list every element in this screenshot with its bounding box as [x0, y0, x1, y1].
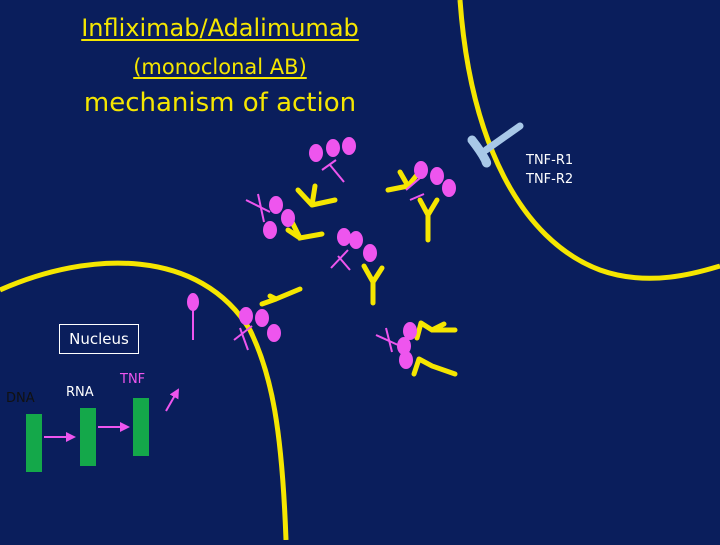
antibody-icon [285, 219, 325, 241]
dna-label: DNA [6, 391, 35, 406]
cell-membrane-right [457, 0, 720, 281]
tnf-trimer-icon [405, 161, 456, 201]
antibody-group [259, 169, 458, 377]
title-mechanism: mechanism of action [83, 88, 357, 118]
tnf-secretion-arrow [165, 388, 179, 412]
antibody-icon [385, 169, 419, 193]
antibody-icon [411, 356, 458, 377]
tnf-receptor-icon [467, 122, 524, 168]
tnf-block [133, 398, 149, 456]
tnf-trimer-icon [245, 193, 295, 239]
tnf-trimer-icon [233, 307, 281, 351]
tnf-trimer-icon [309, 137, 356, 183]
title-drug-names: Infliximab/Adalimumab [81, 14, 359, 42]
title-subtitle: (monoclonal AB) [133, 55, 307, 79]
receptor-label-r1: TNF-R1 [526, 153, 574, 168]
antibody-icon [417, 197, 440, 243]
tnf-trimer-icon [375, 322, 417, 369]
tnf-trimer-icon [330, 228, 377, 271]
antibody-icon [295, 183, 338, 208]
rna-block [80, 408, 96, 466]
antibody-icon [361, 263, 385, 306]
nucleus-label: Nucleus [59, 324, 139, 354]
tnf-label: TNF [120, 372, 146, 387]
rna-label: RNA [66, 385, 94, 400]
receptor-label-r2: TNF-R2 [526, 172, 574, 187]
antibody-icon [414, 320, 458, 341]
tnf-monomer-icon [187, 293, 199, 340]
antibody-icon [259, 286, 303, 307]
dna-block [26, 414, 42, 472]
tnf-trimer-group [233, 137, 456, 369]
